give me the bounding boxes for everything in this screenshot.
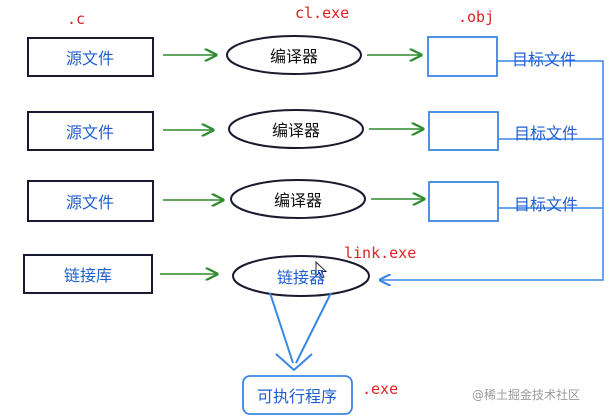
exe-extension-label: .exe bbox=[362, 380, 399, 398]
mouse-cursor-icon bbox=[315, 260, 328, 279]
object-file-label-3: 目标文件 bbox=[514, 195, 579, 214]
link-exe-label: link.exe bbox=[344, 244, 417, 262]
library-box bbox=[23, 254, 153, 294]
compiler-ellipse-1 bbox=[226, 35, 362, 75]
source-file-box-2 bbox=[27, 111, 154, 151]
watermark: @稀土掘金技术社区 bbox=[472, 388, 581, 402]
object-file-box-3 bbox=[428, 181, 499, 222]
source-file-label-1: 源文件 bbox=[65, 49, 115, 68]
object-file-box-2 bbox=[428, 111, 499, 151]
compiler-label-3: 编译器 bbox=[273, 191, 323, 210]
linker-label: 链接器 bbox=[276, 268, 326, 287]
compiler-label-2: 编译器 bbox=[271, 121, 321, 140]
object-file-label-1: 目标文件 bbox=[512, 50, 577, 69]
cl-exe-label: cl.exe bbox=[295, 4, 350, 22]
object-collector-line bbox=[380, 60, 604, 280]
compiler-ellipse-2 bbox=[228, 109, 364, 149]
source-file-box-3 bbox=[27, 180, 154, 222]
object-file-box-1 bbox=[427, 36, 498, 77]
compiler-ellipse-3 bbox=[230, 179, 366, 219]
obj-extension-label: .obj bbox=[458, 8, 495, 26]
executable-box bbox=[242, 375, 353, 415]
executable-label: 可执行程序 bbox=[256, 387, 338, 406]
object-file-label-2: 目标文件 bbox=[514, 124, 579, 143]
linker-ellipse bbox=[232, 255, 370, 297]
compiler-label-1: 编译器 bbox=[269, 47, 319, 66]
source-file-label-2: 源文件 bbox=[65, 123, 115, 142]
library-label: 链接库 bbox=[63, 266, 113, 285]
source-file-label-3: 源文件 bbox=[65, 193, 115, 212]
source-file-box-1 bbox=[27, 37, 154, 77]
c-extension-label: .c bbox=[67, 10, 86, 28]
linker-to-executable-arrow bbox=[269, 292, 332, 371]
